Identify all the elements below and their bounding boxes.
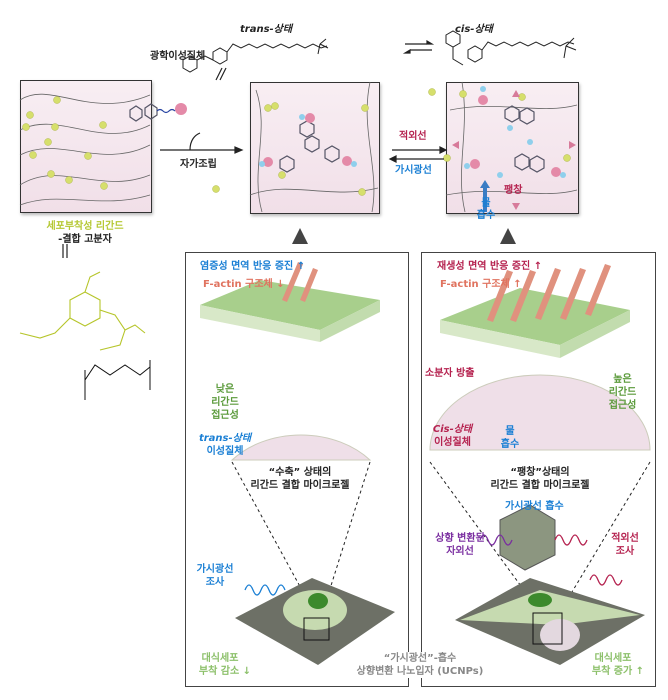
- factin-increase-label: F-actin 구조체 ↑: [440, 279, 522, 290]
- macrophage-increase-label-1: 대식세포: [594, 653, 632, 664]
- low-ligand-label-2: 리간드: [211, 397, 239, 408]
- high-ligand-label-3: 접근성: [608, 400, 637, 411]
- trans-isomer-assembly: [279, 120, 340, 173]
- charge-markers: [175, 86, 566, 178]
- polymer-backbone-structure: [84, 360, 151, 400]
- zoom-arrow-right: [500, 228, 516, 244]
- inflammatory-response-label: 염증성 면역 반응 증진 ↑: [200, 261, 306, 272]
- ligand-polymer-hydrogel-box: [20, 80, 152, 213]
- photo-isomer-label: 광학이성질체: [150, 51, 206, 62]
- low-ligand-label-1: 낮은: [215, 384, 235, 395]
- infrared-label: 적외선: [399, 131, 427, 142]
- ucnp-crystal: [499, 504, 556, 571]
- macrophage-decrease-label-2: 부착 감소 ↓: [198, 666, 252, 677]
- regenerative-response-label: 재생성 면역 반응 증진 ↑: [437, 261, 543, 272]
- ir-irradiation-label-1: 적외선: [611, 533, 639, 544]
- ligand-dots: [22, 88, 571, 196]
- visible-light-label: 가시광선: [395, 165, 432, 176]
- ir-irradiation-label-2: 조사: [615, 546, 635, 557]
- polymer-chains: [19, 81, 578, 213]
- high-ligand-label-1: 높은: [613, 374, 632, 385]
- cis-isomer-label-1: Cis-상태: [432, 424, 473, 435]
- water-label-right-2: 흡수: [500, 439, 520, 450]
- contracted-microgel-label-1: “수축” 상태의: [268, 467, 332, 478]
- ucnp-label-2: 상향변환 나노입자 (UCNPs): [340, 665, 500, 678]
- ucnp-substrate-right: [455, 578, 645, 665]
- factin-filaments: [282, 262, 611, 322]
- zoom-arrow-left: [292, 228, 308, 244]
- ucnp-label-1: “가시광선”-흡수: [350, 652, 490, 665]
- expanded-microgel-label-2: 리간드 결합 마이크로젤: [490, 480, 590, 491]
- small-molecule-release-label: 소분자 방출: [425, 368, 475, 379]
- expansion-arrows: [452, 90, 576, 210]
- ligand-polymer-label-1: 세포부착성 리간드: [46, 221, 124, 232]
- cis-isomer-label-2: 이성질체: [434, 437, 471, 448]
- cell-membrane-right: [440, 288, 630, 358]
- ligand-polymer-label-2: -결합 고분자: [58, 234, 112, 245]
- trans-isomer-label-1: trans-상태: [198, 433, 252, 444]
- cis-isomer-molecules: [504, 105, 545, 173]
- low-ligand-label-3: 접근성: [211, 410, 239, 421]
- macrophage-decrease-label-1: 대식세포: [201, 653, 239, 664]
- visible-irradiation-label-1: 가시광선: [196, 564, 234, 575]
- water-label-1: 물: [481, 198, 491, 209]
- visible-irradiation-label-2: 조사: [205, 577, 225, 588]
- self-assembly-label: 자가조립: [180, 159, 217, 170]
- water-arrow: [480, 180, 490, 212]
- trans-isomer-label-2: 이성질체: [206, 446, 244, 457]
- rgd-peptide-structure: [19, 271, 146, 351]
- water-label-2: 흡수: [476, 210, 496, 221]
- contracted-microgel: [230, 434, 372, 461]
- cis-structure: [445, 30, 577, 66]
- trans-state-label: trans-상태: [240, 24, 293, 35]
- factin-decrease-label: F-actin 구조체 ↓: [203, 279, 285, 290]
- expanded-microgel: [429, 374, 651, 451]
- trans-structure: [182, 38, 329, 73]
- macrophage-increase-label-2: 부착 증가 ↑: [591, 666, 645, 677]
- upconverted-uv-label-1: 상향 변환된: [435, 533, 485, 544]
- high-ligand-label-2: 리간드: [608, 387, 637, 398]
- expansion-label: 팽창: [504, 185, 523, 196]
- azobenzene-monomer: [129, 103, 176, 122]
- expanded-microgel-label-1: “팽창”상태의: [510, 467, 570, 478]
- contracted-microgel-label-2: 리간드 결합 마이크로젤: [250, 480, 350, 491]
- light-waves: [244, 534, 623, 596]
- upconverted-uv-label-2: 자외선: [446, 546, 474, 557]
- cis-state-label: cis-상태: [455, 24, 493, 35]
- visible-absorb-label: 가시광선 흡수: [505, 501, 564, 512]
- cell-membrane-left: [200, 280, 380, 342]
- ucnp-substrate-left: [235, 578, 395, 665]
- zoom-dashed-lines: [231, 461, 651, 613]
- equilibrium-arrows: [62, 39, 448, 258]
- water-label-right-1: 물: [505, 426, 515, 437]
